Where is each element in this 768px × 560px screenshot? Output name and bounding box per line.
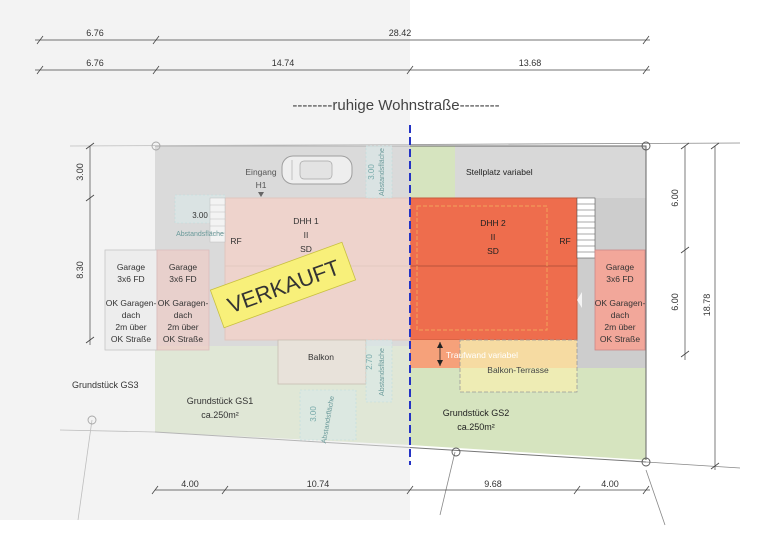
setback-label-2: Abstandsfläche [379, 148, 386, 196]
garage-right-note-4: OK Straße [600, 334, 640, 344]
plot-gs1-area: ca.250m² [201, 410, 239, 420]
entrance-arrow-icon [258, 192, 264, 197]
plot-gs3-label: Grundstück GS3 [72, 380, 139, 390]
garage-right-size: 3x6 FD [606, 274, 633, 284]
dim-bottom-3: 9.68 [484, 479, 502, 489]
house2-terrace-label: Balkon-Terrasse [487, 365, 549, 375]
garage-right-note-1: OK Garagen- [595, 298, 646, 308]
house2-stairs [576, 197, 596, 259]
garage-left-1-note-4: OK Straße [111, 334, 151, 344]
garage-right-note-3: 2m über [604, 322, 635, 332]
dim-top-2b: 14.74 [272, 58, 295, 68]
plot-gs1-label: Grundstück GS1 [187, 396, 254, 406]
dim-top-2a: 6.76 [86, 58, 104, 68]
garage-left-1-size: 3x6 FD [117, 274, 144, 284]
dimension-ticks [36, 35, 720, 495]
dim-bottom-4: 4.00 [601, 479, 619, 489]
dim-left-2: 8.30 [75, 261, 85, 279]
house2-footprint [409, 197, 578, 341]
house2-eaves-wall: Traufwand variabel [446, 350, 518, 360]
garage-left-1-note-1: OK Garagen- [106, 298, 157, 308]
dim-right-total: 18.78 [702, 294, 712, 317]
dim-top-1b: 28.42 [389, 28, 412, 38]
house1-entrance-id: H1 [256, 180, 267, 190]
setback-value-3: 3.00 [309, 406, 318, 422]
garage-right-note-2: dach [611, 310, 630, 320]
house2-name: DHH 2 [480, 218, 506, 228]
garage-left-1-note-2: dach [122, 310, 141, 320]
dim-bottom-1: 4.00 [181, 479, 199, 489]
garage-left-2-note-3: 2m über [167, 322, 198, 332]
house2-parking: Stellplatz variabel [466, 167, 533, 177]
garage-left-2-label: Garage [169, 262, 198, 272]
garage-left-2-note-1: OK Garagen- [158, 298, 209, 308]
house1-roof: SD [300, 244, 312, 254]
plot-gs2-area: ca.250m² [457, 422, 495, 432]
house1-balcony-label: Balkon [308, 352, 334, 362]
dim-left-1: 3.00 [75, 163, 85, 181]
house1-floors: II [304, 230, 309, 240]
dim-setback-small: 3.00 [192, 211, 208, 220]
dim-right-inner-1: 6.00 [670, 189, 680, 207]
house2-terrace [459, 339, 578, 393]
sold-banner: VERKAUFT [209, 241, 357, 329]
house2-floors: II [491, 232, 496, 242]
garage-left-1-note-3: 2m über [115, 322, 146, 332]
house2-roof: SD [487, 246, 499, 256]
house1-entrance: Eingang [245, 167, 276, 177]
house1-rf: RF [230, 236, 241, 246]
dim-top-1a: 6.76 [86, 28, 104, 38]
setback-label-1: Abstandsfläche [176, 231, 224, 238]
garage-left-1-label: Garage [117, 262, 146, 272]
house2-rf: RF [559, 236, 570, 246]
garage-left-2-note-2: dach [174, 310, 193, 320]
setback-label-3: Abstandsfläche [379, 348, 386, 396]
garage-right [594, 249, 646, 351]
dim-top-2c: 13.68 [519, 58, 542, 68]
garage-right-label: Garage [606, 262, 635, 272]
setback-value-2: 2.70 [365, 354, 374, 370]
right-front-garden [410, 146, 455, 198]
dim-bottom-2: 10.74 [307, 479, 330, 489]
dimension-lines [35, 39, 716, 491]
garage-left-2-note-4: OK Straße [163, 334, 203, 344]
garage-left-2-size: 3x6 FD [169, 274, 196, 284]
house1-name: DHH 1 [293, 216, 319, 226]
dim-right-inner-2: 6.00 [670, 293, 680, 311]
plot-gs2-label: Grundstück GS2 [443, 408, 510, 418]
setback-value-1: 3.00 [367, 164, 376, 180]
parking-area [455, 146, 646, 198]
street-label: --------ruhige Wohnstraße-------- [292, 97, 499, 114]
